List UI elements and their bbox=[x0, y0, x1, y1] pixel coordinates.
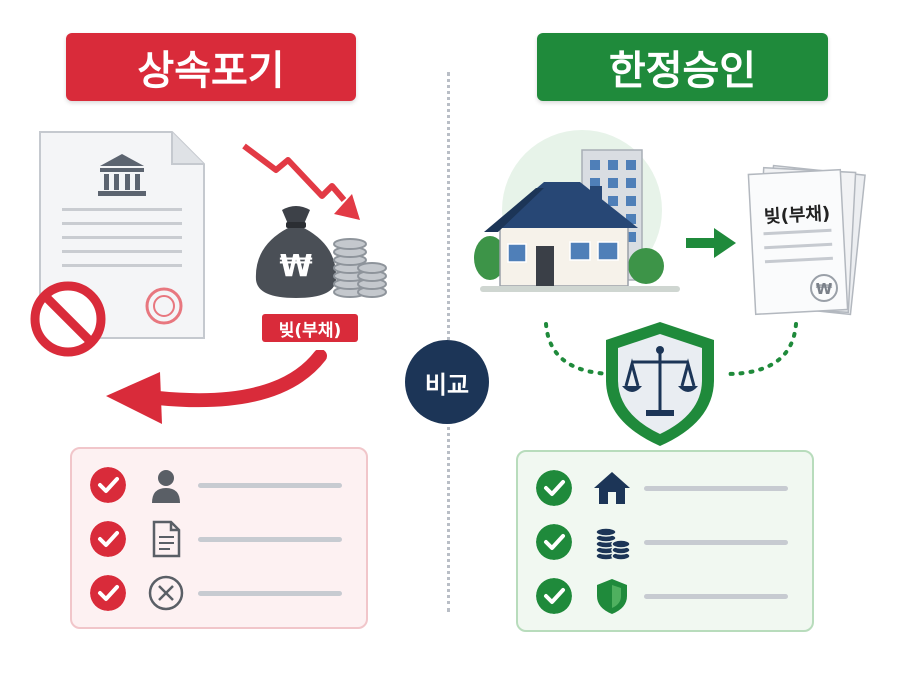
limited-acceptance-title: 한정승인 bbox=[537, 33, 828, 101]
right-arrow-icon bbox=[686, 228, 736, 258]
debt-label-right: 빚(부채) bbox=[763, 203, 831, 228]
coins-icon bbox=[595, 527, 631, 561]
list-item bbox=[518, 462, 812, 514]
placeholder-line bbox=[198, 591, 342, 596]
debt-label-left: 빚(부채) bbox=[262, 314, 358, 342]
placeholder-line bbox=[198, 483, 342, 488]
falling-trend-arrow-icon bbox=[242, 143, 360, 220]
document-icon bbox=[152, 520, 181, 558]
coin-stack-icon bbox=[333, 238, 387, 298]
bank-icon bbox=[98, 154, 146, 196]
shield-scales-icon bbox=[606, 322, 714, 446]
check-icon bbox=[536, 578, 572, 614]
placeholder-line bbox=[644, 486, 788, 491]
house-property-icon bbox=[474, 130, 680, 292]
money-bag-icon: ₩ bbox=[255, 206, 387, 298]
check-icon bbox=[536, 470, 572, 506]
list-item bbox=[518, 516, 812, 568]
inheritance-renunciation-title: 상속포기 bbox=[66, 33, 356, 101]
protection-connector-lines bbox=[544, 322, 798, 376]
list-item bbox=[518, 570, 812, 622]
debt-documents-icon: ₩ bbox=[747, 164, 866, 316]
won-symbol: ₩ bbox=[279, 249, 312, 284]
prohibition-icon bbox=[30, 281, 106, 357]
placeholder-line bbox=[198, 537, 342, 542]
check-icon bbox=[536, 524, 572, 560]
check-icon bbox=[90, 521, 126, 557]
return-arrow-icon bbox=[106, 350, 327, 424]
list-item bbox=[72, 513, 366, 565]
won-symbol: ₩ bbox=[816, 280, 833, 298]
list-item bbox=[72, 459, 366, 511]
house-icon bbox=[594, 472, 630, 504]
renunciation-checklist bbox=[70, 447, 368, 629]
seal-icon bbox=[145, 287, 183, 325]
placeholder-line bbox=[644, 540, 788, 545]
list-item bbox=[72, 567, 366, 619]
compare-badge: 비교 bbox=[405, 340, 489, 424]
check-icon bbox=[90, 467, 126, 503]
check-icon bbox=[90, 575, 126, 611]
limited-acceptance-checklist bbox=[516, 450, 814, 632]
person-icon bbox=[152, 470, 180, 503]
placeholder-line bbox=[644, 594, 788, 599]
shield-icon bbox=[597, 579, 627, 614]
cancel-circle-icon bbox=[148, 575, 184, 611]
scales-icon bbox=[624, 352, 696, 410]
